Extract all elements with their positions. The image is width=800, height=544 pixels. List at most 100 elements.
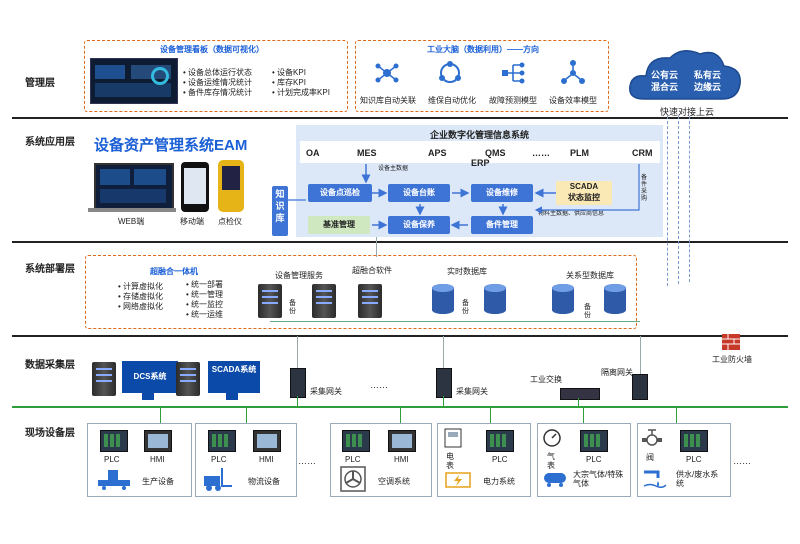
system-label: 电力系统 xyxy=(483,477,515,486)
switch-label: 工业交换 xyxy=(530,375,562,384)
hmi-label: HMI xyxy=(150,455,165,464)
spare-parts-module[interactable]: 备件管理 xyxy=(471,216,533,234)
plc-label: PLC xyxy=(104,455,120,464)
connector xyxy=(376,237,377,257)
connector xyxy=(297,336,298,368)
database-icon xyxy=(604,284,626,314)
hci-item: 统一运维 xyxy=(186,310,223,320)
layer-label-system-deploy: 系统部署层 xyxy=(25,264,75,275)
backup-label: 备份 xyxy=(462,300,469,315)
server-label: 设备管理服务 xyxy=(275,271,323,280)
valve-label: 阀 xyxy=(646,453,654,462)
hci-list-1: 计算虚拟化 存储虚拟化 网络虚拟化 xyxy=(118,282,163,312)
inspect-module[interactable]: 设备点巡检 xyxy=(308,184,372,202)
hci-box xyxy=(85,255,637,329)
network-icon xyxy=(375,63,399,83)
mobile-phone xyxy=(181,162,209,212)
plc-device xyxy=(486,430,514,452)
equipment-dashboard-box xyxy=(84,40,348,112)
enterprise-title: 企业数字化管理信息系统 xyxy=(430,130,530,140)
plc-label: PLC xyxy=(211,455,227,464)
cloud-icon xyxy=(629,50,741,100)
gauge-icon xyxy=(543,429,561,447)
connector xyxy=(160,408,161,424)
note-material-supplier: 物料主数据、供应商信息 xyxy=(538,211,605,217)
hci-software-label: 超融合软件 xyxy=(352,266,392,275)
cloud-label: 私有云 xyxy=(694,70,722,80)
server-icon xyxy=(258,284,282,318)
plc-label: PLC xyxy=(586,455,602,464)
dashboard-screenshot xyxy=(90,58,178,104)
plc-device xyxy=(580,430,608,452)
knowledge-base-module[interactable]: 知识库 xyxy=(272,186,288,236)
brain-item-label: 维保自动优化 xyxy=(428,96,476,105)
hmi-device xyxy=(253,430,281,452)
eam-title: 设备资产管理系统EAM xyxy=(94,137,248,154)
plc-device xyxy=(208,430,236,452)
cycle-icon xyxy=(439,61,461,83)
hci-item: 统一部署 xyxy=(186,280,223,290)
system-erp: ERP xyxy=(471,158,490,168)
system-ellipsis: …… xyxy=(532,148,550,158)
water-tap-icon xyxy=(643,470,667,488)
web-screen xyxy=(94,163,174,211)
hci-item: 计算虚拟化 xyxy=(118,282,163,292)
layer-label-system-app: 系统应用层 xyxy=(25,137,75,148)
cloud-connector xyxy=(678,116,679,284)
forklift-icon xyxy=(204,468,232,491)
cloud-connector xyxy=(667,116,668,286)
repair-module[interactable]: 设备维修 xyxy=(471,184,533,202)
connector xyxy=(583,408,584,424)
maintain-module[interactable]: 设备保养 xyxy=(388,216,450,234)
module-arrows xyxy=(288,164,640,230)
plc-device xyxy=(680,430,708,452)
cloud-caption: 快速对接上云 xyxy=(660,107,715,117)
deploy-link xyxy=(270,321,640,322)
system-oa: OA xyxy=(306,148,320,158)
ellipsis: …… xyxy=(733,456,751,466)
connector xyxy=(676,408,677,424)
connector xyxy=(443,336,444,368)
system-crm: CRM xyxy=(632,148,653,158)
connector xyxy=(578,398,579,408)
brain-item-label: 设备效率模型 xyxy=(549,96,597,105)
server-icon xyxy=(176,362,200,396)
fan-icon xyxy=(340,466,366,492)
layer-label-field-device: 现场设备层 xyxy=(25,428,75,439)
meter-label: 气表 xyxy=(547,452,555,470)
system-label: 物流设备 xyxy=(248,477,280,486)
layer-divider xyxy=(12,117,788,119)
gateway-label: 采集网关 xyxy=(310,387,342,396)
connector xyxy=(297,396,298,408)
scada-monitor[interactable]: SCADA系统 xyxy=(208,361,260,393)
dcs-monitor[interactable]: DCS系统 xyxy=(122,361,178,393)
hci-list-2: 统一部署 统一管理 统一监控 统一运维 xyxy=(186,280,223,320)
valve-icon xyxy=(642,429,662,446)
firewall-icon xyxy=(722,334,740,350)
molecule-icon xyxy=(561,60,585,84)
ledger-module[interactable]: 设备台账 xyxy=(388,184,450,202)
connector xyxy=(640,336,641,374)
production-line-icon xyxy=(98,470,130,490)
scada-monitor-module[interactable]: SCADA 状态监控 xyxy=(556,181,612,205)
note-spare-purchase: 备件采购 xyxy=(641,175,648,202)
isolation-gateway xyxy=(632,374,648,400)
connector xyxy=(246,408,247,424)
enterprise-systems-bar xyxy=(300,141,660,163)
plc-device xyxy=(100,430,128,452)
layer-label-data-collect: 数据采集层 xyxy=(25,360,75,371)
system-label: 大宗气体/特殊气体 xyxy=(573,470,624,488)
gas-tank-icon xyxy=(544,473,566,487)
hmi-label: HMI xyxy=(394,455,409,464)
plc-label: PLC xyxy=(345,455,361,464)
connector xyxy=(443,396,444,408)
system-aps: APS xyxy=(428,148,447,158)
isolation-label: 隔离网关 xyxy=(601,368,633,377)
baseline-module[interactable]: 基准管理 xyxy=(308,216,370,234)
device-label-mobile: 移动端 xyxy=(180,217,204,226)
inspection-device xyxy=(218,160,244,212)
gateway-device xyxy=(290,368,306,398)
firewall-label: 工业防火墙 xyxy=(712,355,752,364)
note-master-data: 设备主数据 xyxy=(378,166,409,172)
gateway-label: 采集网关 xyxy=(456,387,488,396)
